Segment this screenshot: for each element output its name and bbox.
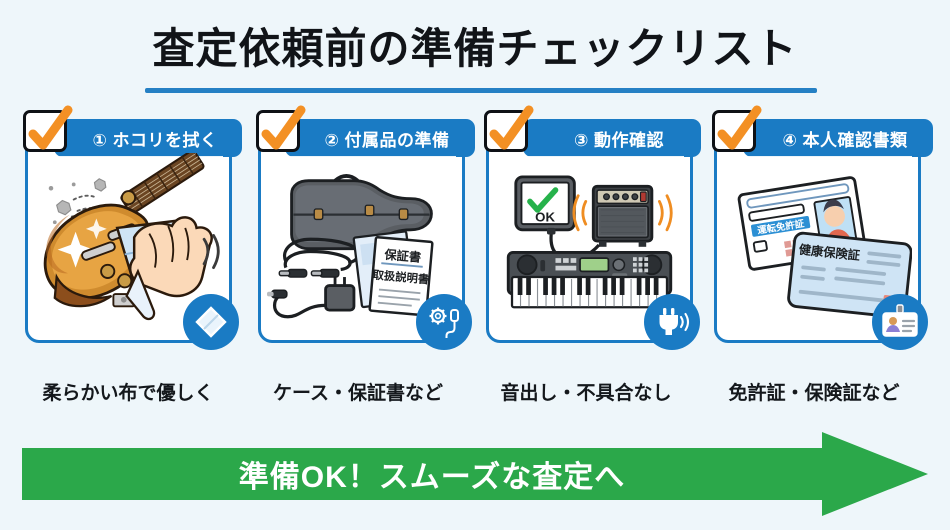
caption-4: 免許証・保険証など: [728, 383, 900, 404]
doc-label-warranty: 保証書: [383, 247, 422, 265]
title-underline: [145, 88, 817, 93]
insurance-label: 健康保険証: [798, 242, 861, 263]
summary-banner: 準備OK！スムーズな査定へ: [22, 432, 928, 516]
caption-2: ケース・保証書など: [272, 383, 444, 404]
orange-check-icon: [489, 105, 534, 150]
power-plug-icon-badge: [644, 294, 700, 350]
keyboard-amp-illustration: OK: [495, 153, 684, 334]
checklist-card-2[interactable]: ② 付属品の準備: [256, 105, 475, 350]
id-card-icon-badge: [872, 294, 928, 350]
checklist-card-4[interactable]: ④ 本人確認書類 運転免許証: [712, 105, 933, 350]
orange-check-icon: [261, 105, 306, 150]
card-2-heading: ② 付属品の準備: [285, 119, 475, 157]
caption-1: 柔らかい布で優しく: [42, 383, 214, 404]
checkbox-1[interactable]: [23, 105, 73, 152]
card-4-heading: ④ 本人確認書類: [743, 119, 933, 157]
caption-3: 音出し・不具合なし: [500, 383, 672, 404]
guitar-wiping-illustration: [34, 153, 223, 334]
banner-text: 準備OK！スムーズな査定へ: [238, 461, 626, 494]
checkbox-2[interactable]: [256, 105, 306, 152]
checklist-cards: ① ホコリを拭く: [0, 105, 950, 376]
card-3-heading: ③ 動作確認: [523, 119, 701, 157]
gear-cable-icon-badge: [416, 294, 472, 350]
page-title-container: 査定依頼前の準備チェックリスト: [0, 25, 950, 72]
checkbox-4[interactable]: [712, 105, 762, 152]
card-captions: 柔らかい布で優しく ケース・保証書など 音出し・不具合なし 免許証・保険証など: [0, 378, 950, 410]
checklist-card-3[interactable]: ③ 動作確認 OK: [484, 105, 701, 350]
ok-label: OK: [535, 209, 555, 224]
page-title: 査定依頼前の準備チェックリスト: [152, 25, 798, 72]
green-arrow-shape: [22, 432, 928, 516]
cloth-icon: [195, 306, 227, 338]
orange-check-icon: [28, 105, 73, 150]
orange-check-icon: [717, 105, 762, 150]
accessories-illustration: 保証書 取扱説明書: [267, 153, 456, 334]
power-plug-icon: [659, 308, 690, 335]
cloth-icon-badge: [183, 294, 239, 350]
gear-cable-icon: [429, 307, 459, 338]
card-1-heading: ① ホコリを拭く: [54, 119, 242, 157]
checklist-card-1[interactable]: ① ホコリを拭く: [23, 105, 242, 350]
checkbox-3[interactable]: [484, 105, 534, 152]
id-card-icon: [882, 304, 918, 337]
